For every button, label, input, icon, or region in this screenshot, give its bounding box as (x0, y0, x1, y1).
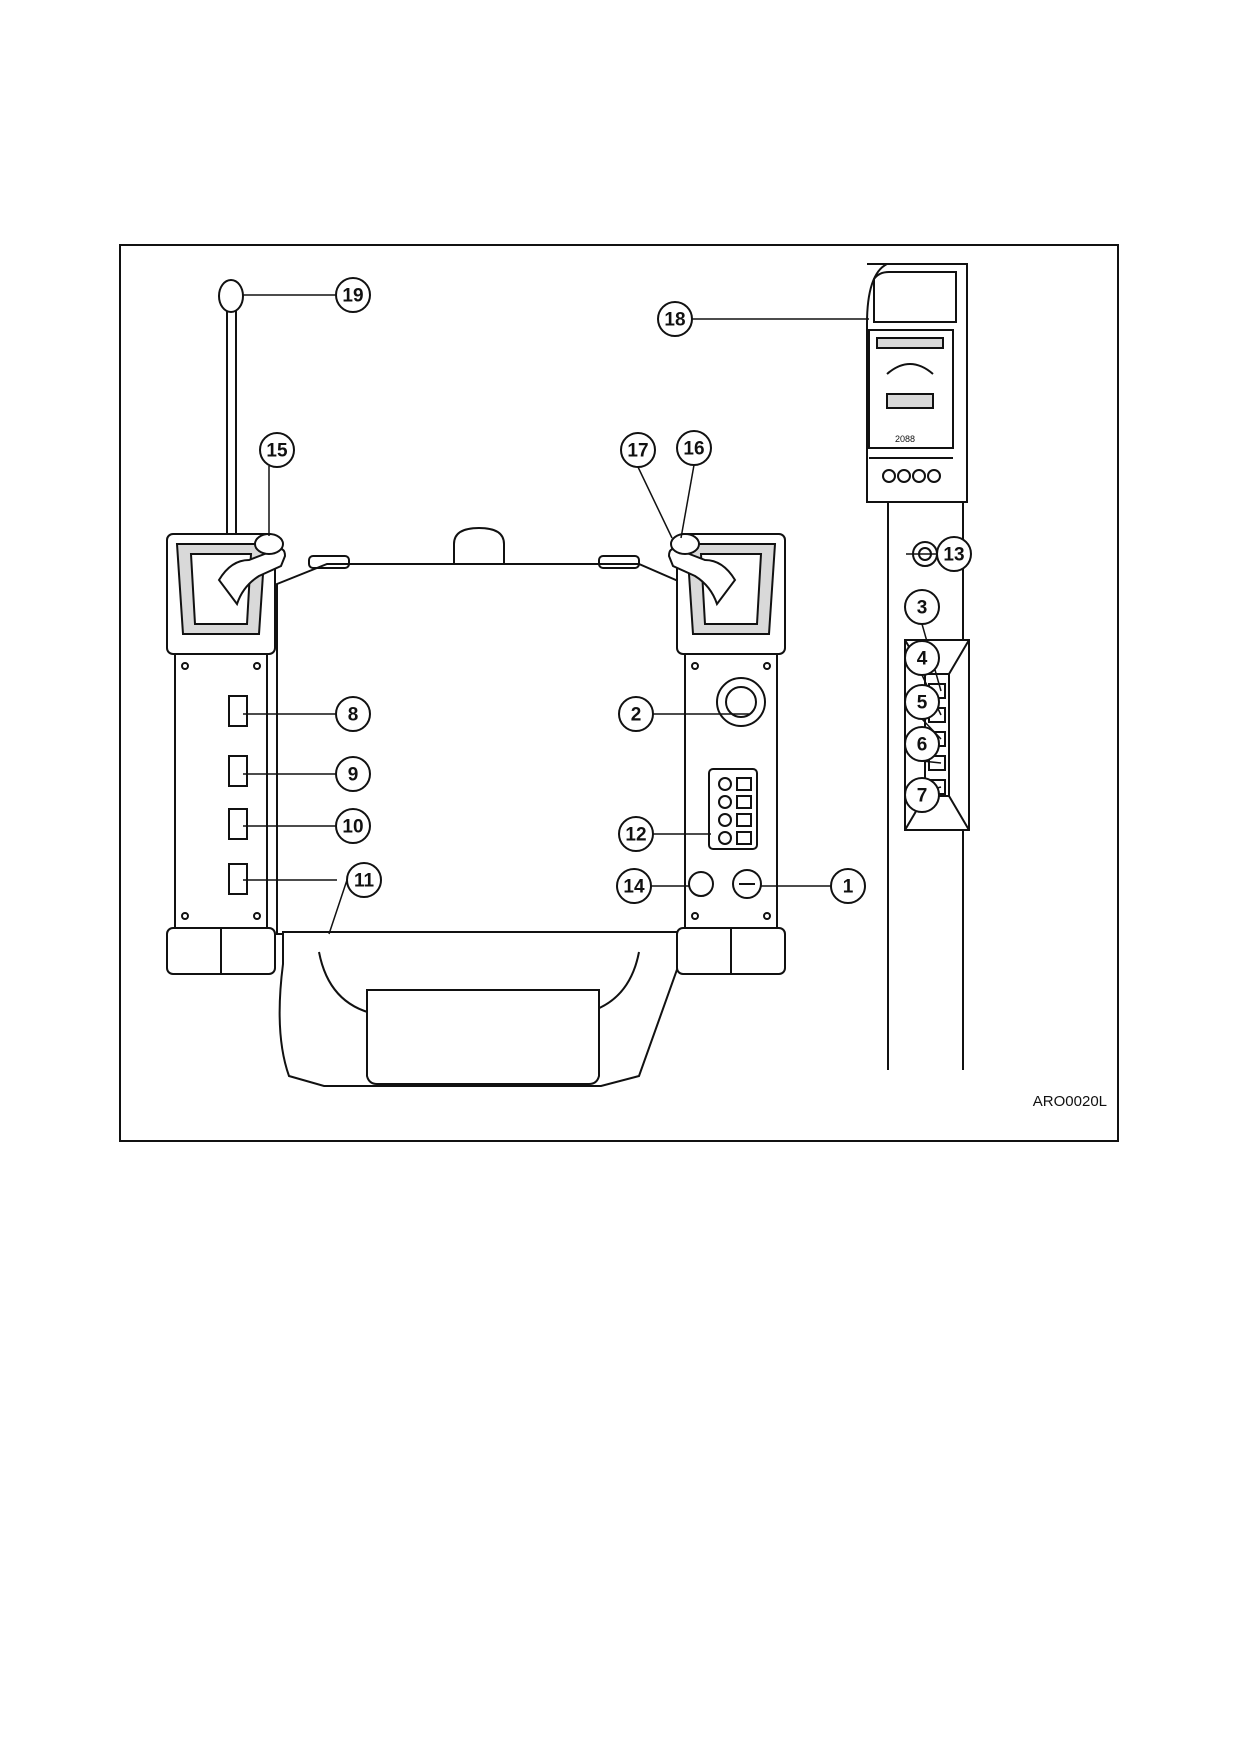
callout-circle-9 (335, 756, 371, 792)
callout-label-11: 11 (354, 871, 375, 892)
callout-label-15: 15 (266, 441, 288, 462)
callout-label-8: 8 (348, 705, 359, 726)
figure-frame (119, 244, 1119, 1142)
operator-controls-diagram: 2088 (119, 244, 1119, 1142)
callout-label-16: 16 (683, 439, 704, 460)
travel-lever (218, 279, 244, 534)
callout-label-2: 2 (631, 705, 642, 726)
leader-lines (243, 294, 942, 935)
callout-circle-4 (904, 640, 940, 676)
right-joystick (667, 533, 737, 607)
callout-circle-12 (618, 816, 654, 852)
callout-label-7: 7 (917, 786, 928, 807)
callout-label-9: 9 (348, 765, 359, 786)
callout-circle-13 (936, 536, 972, 572)
svg-text:2088: 2088 (895, 434, 915, 444)
callout-label-13: 13 (943, 545, 964, 566)
callout-label-10: 10 (342, 817, 363, 838)
callout-circle-18 (657, 301, 693, 337)
instrument-panel: 2088 (866, 263, 968, 503)
callout-label-18: 18 (664, 310, 685, 331)
callout-circle-15 (259, 432, 295, 468)
control-layout-figure: 2088 (119, 244, 1119, 1142)
callout-circle-19 (335, 277, 371, 313)
callout-circle-11 (346, 862, 382, 898)
callout-label-4: 4 (917, 649, 928, 670)
callout-circle-1 (830, 868, 866, 904)
right-console (676, 533, 786, 975)
callout-label-1: 1 (843, 877, 854, 898)
callout-label-5: 5 (917, 693, 928, 714)
callout-label-3: 3 (917, 598, 928, 619)
callout-circle-3 (904, 589, 940, 625)
callout-circles (259, 277, 972, 904)
callout-circle-16 (676, 430, 712, 466)
left-joystick (217, 533, 287, 607)
callout-circle-14 (616, 868, 652, 904)
figure-code: ARO0020L (1033, 1093, 1107, 1110)
callout-circle-10 (335, 808, 371, 844)
callout-label-6: 6 (917, 735, 928, 756)
callout-circle-2 (618, 696, 654, 732)
callout-circle-17 (620, 432, 656, 468)
callout-circle-8 (335, 696, 371, 732)
callout-label-12: 12 (625, 825, 646, 846)
callout-label-14: 14 (623, 877, 645, 898)
callout-label-19: 19 (342, 286, 363, 307)
callout-circle-5 (904, 684, 940, 720)
callout-circle-7 (904, 777, 940, 813)
callout-label-17: 17 (627, 441, 648, 462)
seat-cushion (278, 931, 680, 1087)
callout-circle-6 (904, 726, 940, 762)
left-console (166, 533, 276, 975)
